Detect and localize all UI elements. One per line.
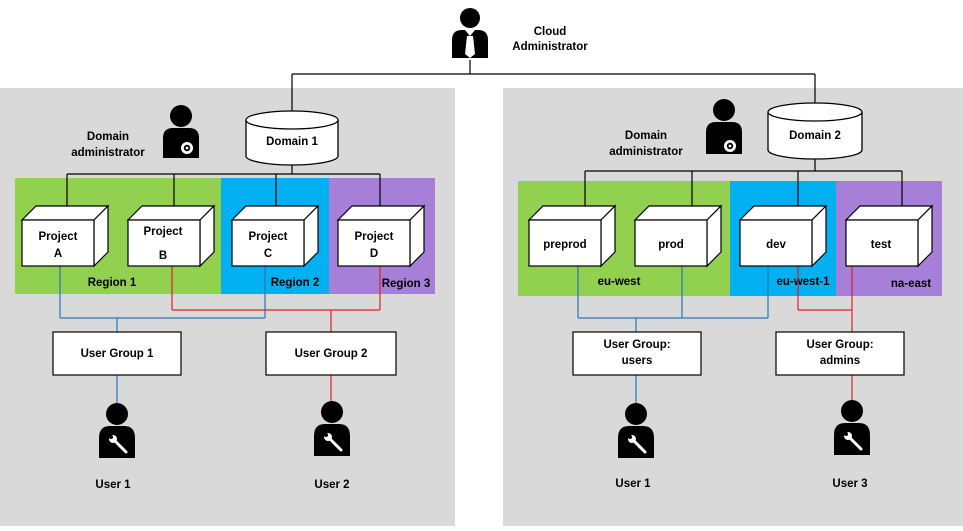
right-links-blue <box>577 266 769 405</box>
left-user-2-icon <box>314 401 350 456</box>
project-c-label: Project <box>249 231 288 243</box>
test-label: test <box>871 239 892 251</box>
right-domain-admin-label-2: administrator <box>609 146 683 158</box>
left-region-1-label: Region 1 <box>88 277 137 289</box>
right-domain-admin-label: Domain <box>625 130 667 142</box>
right-user-1-icon <box>618 403 654 458</box>
domain-2-label: Domain 2 <box>789 130 841 142</box>
project-d-label: Project <box>355 231 394 243</box>
project-a-label-2: A <box>54 248 62 260</box>
cloud-admin-icon <box>452 8 488 58</box>
right-panel <box>503 88 963 526</box>
user-group-users-label-2: users <box>622 355 653 367</box>
right-test-cube <box>844 204 934 268</box>
left-project-d-cube <box>336 204 426 268</box>
domain-1-cylinder <box>245 110 339 166</box>
preprod-label: preprod <box>543 239 586 251</box>
right-user-3-label: User 3 <box>832 478 867 490</box>
domain-2-cylinder <box>767 102 863 160</box>
right-user-3-icon <box>834 400 870 455</box>
domain-1-label: Domain 1 <box>266 136 318 148</box>
dev-label: dev <box>766 239 786 251</box>
cloud-admin-label: Cloud <box>534 26 567 38</box>
user-group-2-box <box>265 331 397 376</box>
left-domain-admin-icon <box>163 105 199 158</box>
right-region-2-label: eu-west-1 <box>776 276 830 288</box>
left-domain-admin-label: Domain <box>87 131 129 143</box>
user-group-1-label: User Group 1 <box>81 348 154 360</box>
left-user-1-label: User 1 <box>95 479 131 491</box>
left-project-c-cube <box>230 204 320 268</box>
right-user-1-label: User 1 <box>615 478 651 490</box>
user-group-admins-label: User Group: <box>806 339 873 351</box>
left-project-a-cube <box>20 204 110 268</box>
right-preprod-cube <box>527 204 617 268</box>
cloud-admin-label-2: Administrator <box>512 41 588 53</box>
project-b-label-2: B <box>159 250 167 262</box>
left-project-b-cube <box>126 204 216 268</box>
project-c-label-2: C <box>264 248 272 260</box>
left-links-blue <box>59 266 266 405</box>
project-b-label: Project <box>144 226 183 238</box>
user-group-users-box <box>572 331 702 376</box>
left-user-1-icon <box>99 403 135 458</box>
right-prod-cube <box>633 204 723 268</box>
right-domain-admin-icon <box>706 99 742 154</box>
user-group-admins-box <box>775 331 905 376</box>
right-links-red <box>797 266 853 401</box>
right-region-1-label: eu-west <box>598 276 641 288</box>
cloud-admin-connectors <box>291 60 816 112</box>
user-group-users-label: User Group: <box>603 339 670 351</box>
left-region-2-label: Region 2 <box>271 277 320 289</box>
left-links-red <box>171 266 381 403</box>
left-user-2-label: User 2 <box>314 479 349 491</box>
project-a-label: Project <box>39 231 78 243</box>
right-dev-cube <box>738 204 828 268</box>
left-domain-admin-label-2: administrator <box>71 147 145 159</box>
user-group-1-box <box>52 331 182 376</box>
left-region-3-label: Region 3 <box>382 278 431 290</box>
user-group-2-label: User Group 2 <box>295 348 368 360</box>
right-domain-connectors <box>584 158 903 212</box>
left-panel <box>0 88 455 526</box>
user-group-admins-label-2: admins <box>820 355 860 367</box>
project-d-label-2: D <box>370 248 378 260</box>
prod-label: prod <box>658 239 684 251</box>
right-region-3-label: na-east <box>891 278 931 290</box>
